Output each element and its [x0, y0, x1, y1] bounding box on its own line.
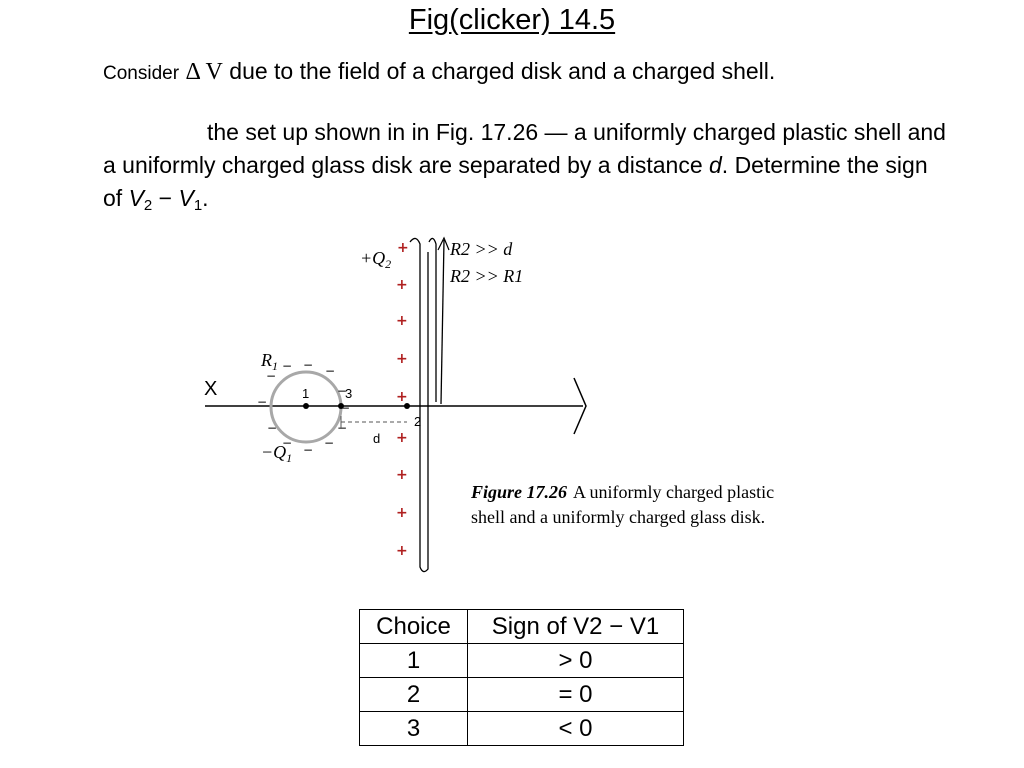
choice-cell: 2 — [359, 677, 468, 712]
point-1-label: 1 — [302, 386, 309, 401]
point-2-marker — [404, 403, 410, 409]
q2-label: +Q2 — [360, 248, 391, 271]
para-v1-sub: 1 — [193, 197, 203, 214]
x-axis-arrowhead — [573, 377, 587, 435]
disk-plus: + — [396, 505, 408, 521]
shell-minus: − — [282, 436, 292, 450]
para-v1: V — [178, 185, 194, 211]
sign-cell: = 0 — [467, 677, 684, 712]
shell-minus: − — [303, 443, 313, 457]
intro-rest: due to the field of a charged disk and a… — [229, 58, 776, 84]
shell-minus: − — [257, 395, 267, 409]
condition-r2-r1: R2 >> R1 — [449, 266, 523, 286]
header-sign: Sign of V2 − V1 — [467, 609, 684, 644]
distance-d-label: d — [373, 431, 380, 446]
r1-label: R1 — [260, 350, 278, 373]
q1-label: −Q1 — [261, 442, 292, 465]
disk-plus: + — [396, 351, 408, 367]
shell-minus: − — [325, 364, 335, 378]
intro-delta-v: Δ V — [185, 59, 223, 85]
para-d: d — [709, 152, 722, 178]
header-choice: Choice — [359, 609, 468, 644]
disk-edge — [440, 239, 445, 405]
table-row: 2 = 0 — [359, 677, 684, 712]
para-v2: V — [128, 185, 144, 211]
shell-charges: − − − − − − − − − − − − — [257, 358, 350, 457]
intro-line: Consider Δ V due to the field of a charg… — [103, 58, 775, 86]
point-2-label: 2 — [414, 414, 421, 429]
shell-minus: − — [266, 369, 276, 383]
disk-plus: + — [396, 430, 408, 446]
para-minus: − — [152, 185, 179, 211]
point-3-label: 3 — [345, 386, 352, 401]
choices-table: Choice Sign of V2 − V1 1 > 0 2 = 0 3 < 0 — [359, 609, 684, 746]
glass-disk — [409, 237, 437, 573]
table-header-row: Choice Sign of V2 − V1 — [359, 609, 684, 644]
disk-plus: + — [396, 313, 408, 329]
para-part1: the set up shown in in Fig. 17.26 — a un… — [103, 119, 946, 178]
figure-diagram: X − − − − − − − − − − − − R1 −Q1 1 3 2 d… — [204, 236, 774, 573]
shell-minus: − — [324, 436, 334, 450]
table-row: 1 > 0 — [359, 643, 684, 678]
shell-minus: − — [267, 421, 277, 435]
disk-plus: + — [396, 277, 408, 293]
shell-minus: − — [337, 384, 347, 398]
para-end: . — [202, 185, 209, 211]
para-part2: . Determine the sign of — [103, 152, 928, 211]
choice-cell: 1 — [359, 643, 468, 678]
point-1-marker — [303, 403, 309, 409]
disk-plus: + — [397, 240, 409, 256]
r2-arrow — [437, 236, 450, 251]
choice-cell: 3 — [359, 711, 468, 746]
condition-r2-d: R2 >> d — [449, 239, 513, 259]
disk-plus: + — [396, 389, 408, 405]
shell-minus: − — [340, 401, 350, 415]
x-axis-label: X — [204, 378, 217, 400]
shell-minus: − — [337, 421, 347, 435]
slide-title: Fig(clicker) 14.5 — [408, 4, 616, 36]
intro-consider: Consider — [103, 63, 180, 84]
question-paragraph: the set up shown in in Fig. 17.26 — a un… — [103, 116, 953, 215]
sign-cell: > 0 — [467, 643, 684, 678]
sign-cell: < 0 — [467, 711, 684, 746]
caption-bold: Figure 17.26 — [470, 482, 567, 502]
figure-caption-line2: shell and a uniformly charged glass disk… — [471, 507, 765, 527]
shell-minus: − — [282, 359, 292, 373]
disk-charges: + + + + + + + + + — [396, 240, 409, 559]
point-3-marker — [338, 403, 344, 409]
shell-minus: − — [303, 358, 313, 372]
para-v2-sub: 2 — [143, 197, 153, 214]
table-row: 3 < 0 — [359, 711, 684, 746]
disk-plus: + — [396, 467, 408, 483]
disk-plus: + — [396, 543, 408, 559]
